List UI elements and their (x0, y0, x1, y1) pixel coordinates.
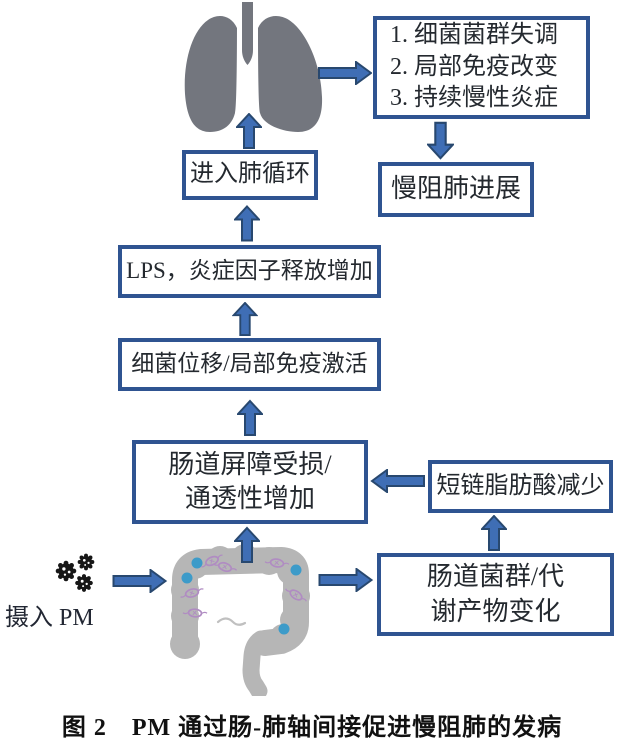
arrow-circulation-to-lungs-icon (236, 113, 262, 149)
arrow-intestine-to-microbiota-icon (316, 568, 375, 592)
lung-effects-line-1: 1. 细菌菌群失调 (390, 22, 558, 48)
arrow-pm-to-intestine-icon (111, 569, 168, 593)
gut-microbiota-line-1: 肠道菌群/代 (426, 562, 565, 592)
figure-caption: 图 2 PM 通过肠-肺轴间接促进慢阻肺的发病 (61, 715, 563, 741)
box-pulmonary-circulation: 进入肺循环 (182, 150, 318, 200)
copd-progression-label: 慢阻肺进展 (390, 174, 521, 204)
gut-barrier-line-2: 通透性增加 (184, 484, 315, 513)
lps-inflammation-label: LPS，炎症因子释放增加 (126, 258, 373, 284)
pulmonary-circulation-label: 进入肺循环 (190, 161, 310, 188)
gut-barrier-line-1: 肠道屏障受损/ (168, 449, 332, 479)
box-copd-progression: 慢阻肺进展 (378, 162, 534, 217)
box-lung-effects: 1. 细菌菌群失调 2. 局部免疫改变 3. 持续慢性炎症 (373, 16, 590, 119)
intestine-icon (170, 544, 310, 696)
lungs-icon (184, 2, 323, 132)
lung-effects-line-2: 2. 局部免疫改变 (390, 53, 558, 80)
arrow-effects-to-copd-icon (427, 121, 454, 160)
arrow-lps-to-circulation-icon (234, 204, 260, 243)
arrow-intestine-to-barrier-icon (234, 526, 260, 564)
pm-particles-icon (55, 553, 95, 592)
arrow-scfa-to-barrier-icon (369, 469, 427, 493)
gut-microbiota-line-2: 谢产物变化 (430, 596, 561, 626)
box-scfa-decrease: 短链脂肪酸减少 (428, 460, 613, 513)
arrow-lungs-to-effects-icon (318, 61, 372, 85)
microbe-dots (181, 557, 302, 635)
box-bacteria-translocation: 细菌位移/局部免疫激活 (118, 338, 381, 391)
pm-intake-label: 摄入 PM (5, 605, 94, 631)
box-gut-microbiota: 肠道菌群/代 谢产物变化 (377, 553, 614, 636)
arrow-bacteria-to-lps-icon (232, 302, 258, 336)
bacteria-translocation-label: 细菌位移/局部免疫激活 (131, 351, 368, 377)
scfa-decrease-label: 短链脂肪酸减少 (436, 472, 605, 499)
arrow-barrier-to-bacteria-icon (237, 399, 263, 437)
lung-effects-line-3: 3. 持续慢性炎症 (390, 85, 558, 112)
arrow-microbiota-to-scfa-icon (481, 515, 507, 551)
box-lps-inflammation: LPS，炎症因子释放增加 (118, 245, 381, 298)
box-gut-barrier: 肠道屏障受损/ 通透性增加 (132, 440, 368, 524)
